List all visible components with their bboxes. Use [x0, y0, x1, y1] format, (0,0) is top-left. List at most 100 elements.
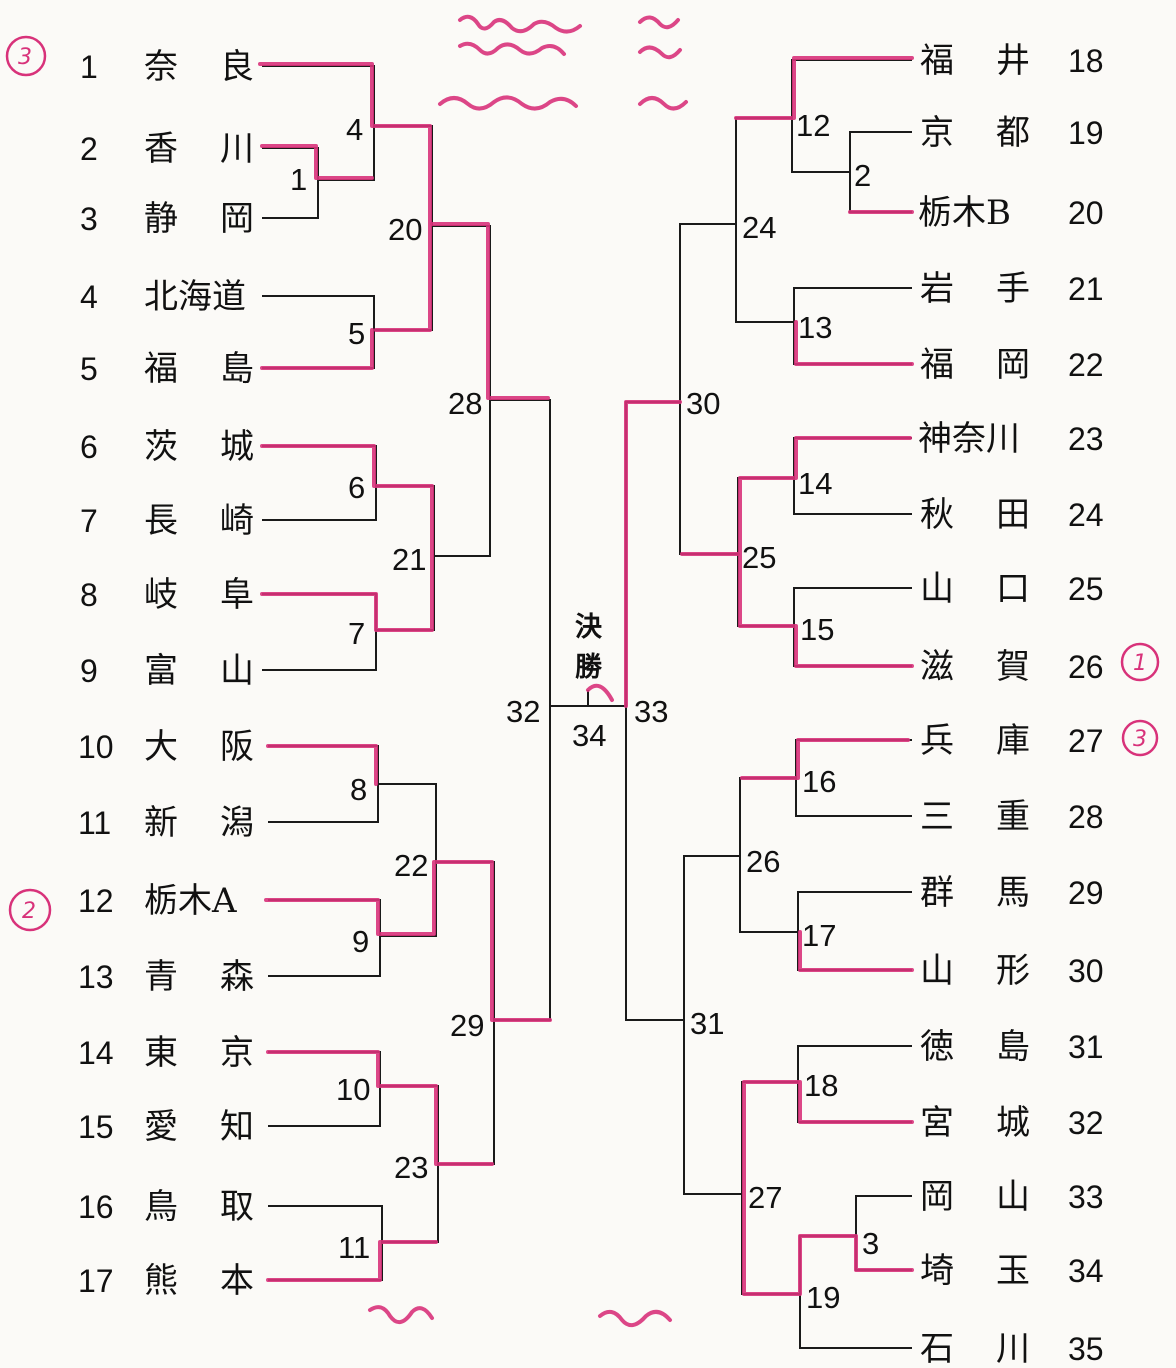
winner-highlight [794, 320, 914, 366]
winner-highlights [258, 56, 914, 1296]
team-number: 19 [1068, 115, 1104, 151]
team-name-second: 城 [220, 427, 254, 467]
team-name: 神奈川 [918, 419, 1020, 459]
team-number: 27 [1068, 723, 1104, 759]
handwritten-scribble [368, 1305, 672, 1328]
team-number: 13 [78, 959, 114, 995]
team-name-first: 富 [144, 651, 178, 691]
match-number: 32 [506, 694, 540, 729]
match-number: 10 [336, 1072, 370, 1107]
team-number: 35 [1068, 1331, 1104, 1367]
winner-highlight [266, 744, 378, 786]
team-name-first: 京 [920, 113, 954, 153]
team-name-first: 鳥 [144, 1187, 178, 1227]
match-number: 19 [806, 1280, 840, 1315]
match-number: 12 [796, 108, 830, 143]
team-number: 18 [1068, 43, 1104, 79]
team-name-second: 賀 [996, 647, 1030, 687]
team-number: 21 [1068, 271, 1104, 307]
match-number: 31 [690, 1006, 724, 1041]
team-name-second: 知 [220, 1107, 254, 1147]
team-name-second: 潟 [220, 803, 254, 843]
team-name-second: 森 [220, 957, 254, 997]
winner-highlight [258, 62, 432, 370]
team-name-second: 口 [996, 569, 1030, 609]
team-entry: 秋 田 24 [920, 495, 1104, 535]
team-name-first: 青 [144, 957, 178, 997]
team-name-second: 田 [996, 495, 1030, 535]
team-number: 23 [1068, 421, 1104, 457]
match-number: 5 [348, 316, 365, 351]
match-number: 11 [338, 1230, 370, 1265]
team-name-second: 馬 [996, 873, 1030, 913]
team-name-first: 三 [920, 797, 954, 837]
team-number: 9 [80, 653, 98, 689]
team-name-second: 岡 [220, 199, 254, 239]
winner-highlight [624, 400, 682, 708]
team-name-first: 大 [144, 727, 178, 767]
rank-circle [1121, 719, 1159, 757]
final-block: 決 勝 34 [572, 612, 606, 753]
bracket-lines [262, 59, 912, 1349]
team-entry: 神奈川 23 [918, 419, 1104, 459]
match-number: 21 [392, 542, 426, 577]
rank-circle [8, 888, 52, 932]
team-name-first: 長 [144, 501, 178, 541]
team-name-second: 良 [220, 47, 254, 87]
team-name-first: 愛 [144, 1107, 178, 1147]
match-number: 30 [686, 386, 720, 421]
team-entry: 3 静 岡 [80, 199, 254, 239]
match-number: 20 [388, 212, 422, 247]
team-name-first: 岩 [920, 269, 954, 309]
team-name-first: 群 [920, 873, 954, 913]
rank-mark: 3 [1133, 727, 1147, 752]
team-name-second: 島 [220, 349, 254, 389]
winner-highlight [742, 1080, 914, 1296]
team-name-first: 静 [144, 199, 178, 239]
team-number: 6 [80, 429, 98, 465]
match-number: 1 [290, 162, 307, 197]
team-name-first: 石 [920, 1329, 954, 1368]
team-name-second: 島 [996, 1027, 1030, 1067]
team-name-first: 山 [920, 569, 954, 609]
team-number: 24 [1068, 497, 1104, 533]
team-name-second: 取 [220, 1187, 254, 1227]
team-name-first: 埼 [920, 1251, 954, 1291]
team-name-second: 阪 [220, 727, 254, 767]
winner-highlight [586, 683, 614, 702]
team-name-first: 宮 [920, 1103, 954, 1143]
team-number: 14 [78, 1035, 114, 1071]
winner-highlight [266, 1240, 438, 1282]
team-name: 栃木A [144, 881, 237, 921]
team-number: 32 [1068, 1105, 1104, 1141]
team-number: 3 [80, 201, 98, 237]
team-name-second: 形 [996, 951, 1030, 991]
winner-highlight [798, 930, 914, 972]
team-name-first: 秋 [920, 495, 954, 535]
match-number: 7 [348, 616, 365, 651]
team-number: 30 [1068, 953, 1104, 989]
match-number: 2 [854, 158, 871, 193]
team-name-first: 新 [144, 803, 178, 843]
team-number: 2 [80, 131, 98, 167]
match-number: 26 [746, 844, 780, 879]
team-name: 北海道 [144, 277, 246, 317]
team-number: 34 [1068, 1253, 1104, 1289]
match-number: 23 [394, 1150, 428, 1185]
match-number: 14 [798, 466, 832, 501]
